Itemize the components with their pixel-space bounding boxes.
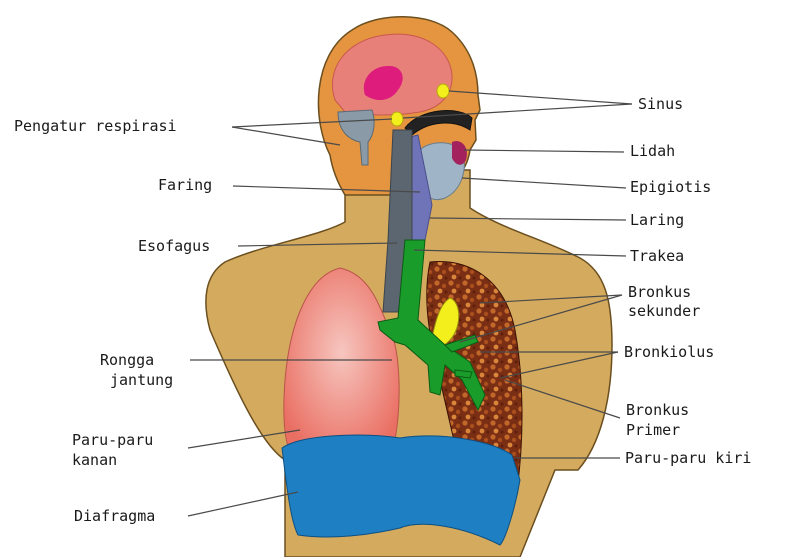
label-laring: Laring bbox=[630, 211, 684, 230]
label-rongga-line1: Rongga bbox=[100, 351, 154, 370]
label-trakea: Trakea bbox=[630, 247, 684, 266]
label-diafragma: Diafragma bbox=[74, 507, 155, 526]
line-diafragma bbox=[188, 492, 298, 516]
label-paru-kanan-line2: kanan bbox=[72, 451, 117, 470]
line-lidah bbox=[464, 150, 624, 152]
label-rongga-line2: jantung bbox=[110, 371, 173, 390]
label-lidah: Lidah bbox=[630, 142, 675, 161]
sinus-lower bbox=[391, 112, 403, 126]
label-paru-kanan-line1: Paru-paru bbox=[72, 431, 153, 450]
label-bronkus-primer-line1: Bronkus bbox=[626, 401, 689, 420]
label-bronkus-primer-line2: Primer bbox=[626, 421, 680, 440]
label-epigiotis: Epigiotis bbox=[630, 178, 711, 197]
label-bronkus-sekunder-line2: sekunder bbox=[628, 302, 700, 321]
line-epigiotis bbox=[462, 178, 626, 188]
label-sinus: Sinus bbox=[638, 95, 683, 114]
label-esofagus: Esofagus bbox=[138, 237, 210, 256]
label-paru-kiri: Paru-paru kiri bbox=[625, 449, 751, 468]
label-faring: Faring bbox=[158, 176, 212, 195]
label-pengatur-respirasi: Pengatur respirasi bbox=[14, 117, 177, 136]
label-bronkus-sekunder-line1: Bronkus bbox=[628, 283, 691, 302]
label-bronkiolus: Bronkiolus bbox=[624, 343, 714, 362]
sinus-upper bbox=[437, 84, 449, 98]
